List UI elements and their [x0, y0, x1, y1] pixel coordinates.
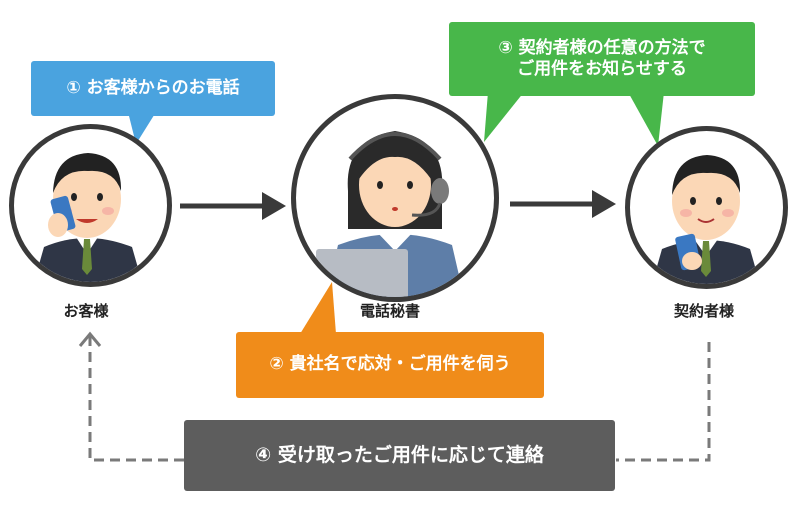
- arrow-customer-to-secretary: [180, 192, 286, 220]
- step2-text: ② 貴社名で応対・ご用件を伺う: [269, 354, 511, 375]
- label-contractor: 契約者様: [673, 302, 734, 320]
- bubble-step2-tail: [300, 282, 336, 334]
- arrow-secretary-to-contractor: [510, 190, 616, 218]
- bubble-step3: ③ 契約者様の任意の方法で ご用件をお知らせする: [449, 22, 755, 96]
- contractor-illustration: [625, 126, 788, 289]
- bubble-step2: ② 貴社名で応対・ご用件を伺う: [236, 332, 544, 398]
- customer-illustration: [9, 124, 172, 287]
- bubble-step1-tail: [128, 112, 156, 144]
- customer-person-icon: [34, 153, 142, 282]
- label-secretary: 電話秘書: [359, 302, 420, 320]
- secretary-person-icon: [316, 131, 464, 297]
- contractor-person-icon: [652, 155, 760, 284]
- bubble-step3-tails: [484, 92, 664, 146]
- secretary-illustration: [291, 94, 499, 302]
- step1-text: ① お客様からのお電話: [66, 77, 240, 98]
- step3-text-line2: ご用件をお知らせする: [517, 59, 687, 79]
- label-customer: お客様: [63, 302, 109, 320]
- bubble-step4: ④ 受け取ったご用件に応じて連絡: [184, 420, 615, 491]
- step3-text-line1: ③ 契約者様の任意の方法で: [498, 37, 706, 58]
- step4-text: ④ 受け取ったご用件に応じて連絡: [255, 443, 544, 466]
- bubble-step1: ① お客様からのお電話: [31, 61, 275, 116]
